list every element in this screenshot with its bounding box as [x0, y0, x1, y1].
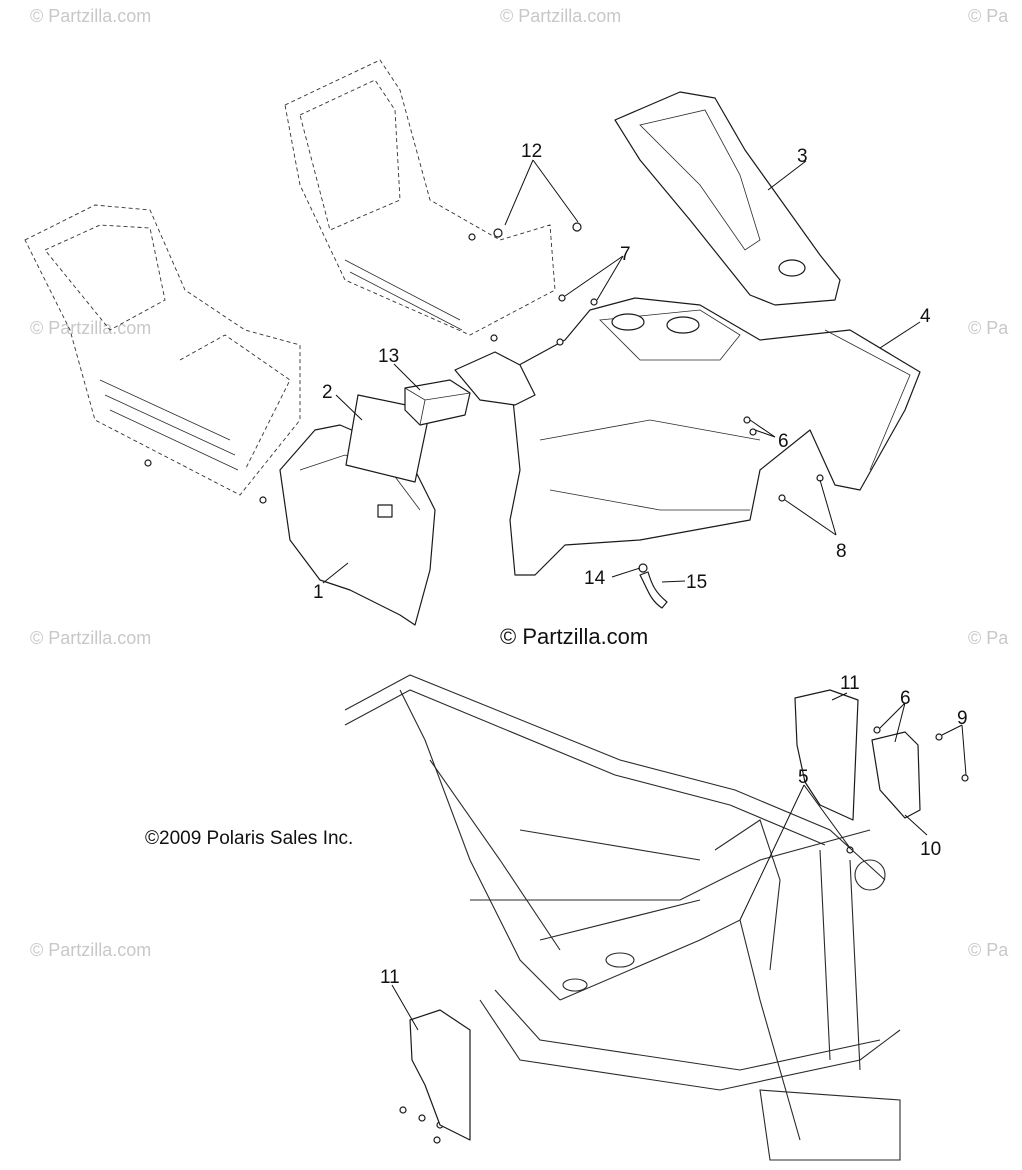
part-4-front-body: [509, 297, 921, 576]
left-footwell-ghost: [24, 204, 301, 496]
callout-15: 15: [686, 572, 707, 593]
callout-13: 13: [378, 346, 399, 367]
part-11-splash-guard-upper: [794, 689, 859, 821]
part-11-splash-guard-lower: [409, 1009, 471, 1141]
callout-1: 1: [313, 582, 324, 603]
upper-footwell-ghost: [284, 59, 556, 336]
watermark: © Partzilla.com: [30, 940, 152, 960]
watermark: © Pa: [968, 6, 1009, 26]
callout-12: 12: [521, 141, 542, 162]
callout-4: 4: [920, 306, 931, 327]
watermark: © Pa: [968, 940, 1009, 960]
part-13-foam-block: [404, 379, 471, 426]
callout-8: 8: [836, 541, 847, 562]
callout-14: 14: [584, 568, 606, 589]
callout-10: 10: [920, 839, 941, 860]
callout-11-lower: 11: [380, 967, 400, 988]
watermark: © Pa: [968, 628, 1009, 648]
watermark: © Partzilla.com: [30, 6, 152, 26]
callout-11-upper: 11: [840, 673, 860, 694]
watermark: © Partzilla.com: [30, 318, 152, 338]
watermark: © Pa: [968, 318, 1009, 338]
callout-3: 3: [797, 146, 808, 167]
callout-9: 9: [957, 708, 968, 729]
part-10-bracket: [871, 731, 921, 819]
part-3-top-panel: [614, 91, 841, 306]
leader-lines: [322, 159, 967, 1031]
center-copyright: © Partzilla.com: [500, 624, 649, 649]
part-6-front-side-piece: [454, 351, 536, 406]
frame-assembly: [344, 674, 901, 1161]
watermark: © Partzilla.com: [30, 628, 152, 648]
callout-5: 5: [798, 767, 809, 788]
part-15-hose: [639, 571, 668, 609]
callout-7: 7: [620, 244, 631, 265]
polaris-copyright: ©2009 Polaris Sales Inc.: [145, 828, 354, 849]
callout-labels: 1 2 13 3 4 12 7 6 8 14 15 11 6 9 10 5 11: [313, 141, 968, 988]
callout-6-upper: 6: [778, 431, 789, 452]
watermark: © Partzilla.com: [500, 6, 622, 26]
callout-2: 2: [322, 382, 333, 403]
callout-6-lower: 6: [900, 688, 911, 709]
